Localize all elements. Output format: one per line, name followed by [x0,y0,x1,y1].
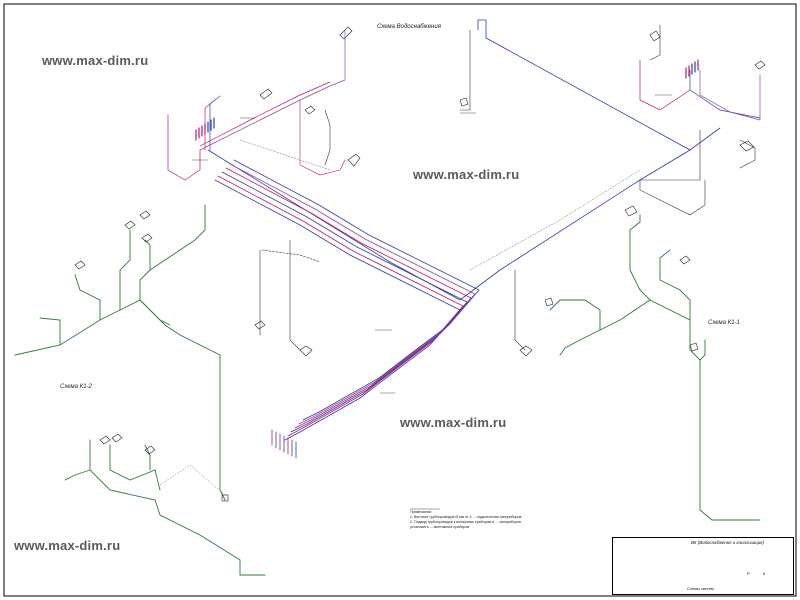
k1-2-main [14,299,226,501]
k1-1-fixtures [544,205,699,352]
level-markers [191,94,673,394]
dotted-run-2 [239,139,331,171]
k1-2-lower-c [64,469,91,481]
k1-2-branch-f [139,299,171,326]
bottom-outlets [271,429,297,459]
title-block-sheet-name: Схемы систем [687,586,714,591]
k1-1-branch-e [549,299,601,331]
k1-2-lower-b [109,444,161,491]
watermark-lower-center: www.max-dim.ru [400,415,507,430]
right-riser-c [699,69,761,121]
k1-1-branch-b [659,279,691,321]
scheme-label-water-supply: Схема Водоснабжения [377,24,441,30]
title-block-sheet: 6 [763,571,766,576]
manifold-right [685,59,699,79]
k1-1-branch-a [629,229,701,361]
title-block-project: ВК (Водоснабжение и канализация) [691,540,764,545]
left-box [167,114,201,181]
mid-vertical-4 [514,269,526,351]
k1-1-scheme [549,214,761,521]
k1-1-branch-f [699,339,706,361]
k1-2-dotted [159,464,226,496]
right-riser-b [689,69,761,119]
k1-2-fixtures [74,210,229,502]
scheme-label-k1-2: Схема К1-2 [60,384,92,390]
top-riser-2 [459,29,471,111]
mid-vertical-3 [261,249,321,263]
notes-line-2: 2. Подвод трубопроводов к вытяжным прибо… [410,520,521,524]
k1-1-branch-c [559,299,651,356]
k1-1-branch-g [659,249,671,281]
fixtures [254,26,766,357]
notes-heading: Примечания: [410,510,432,514]
left-pipe-up-2 [199,81,331,147]
title-block: ВК (Водоснабжение и канализация) Р 6 Схе… [612,537,794,595]
right-box [739,139,756,169]
k1-1-main [699,359,761,521]
k1-1-branch-d [629,214,641,231]
k1-2-lower [89,439,266,576]
watermark-bottom-left: www.max-dim.ru [14,538,121,553]
k1-2-branch-c [74,274,101,321]
k1-2-branch-e [39,317,61,346]
mid-vertical-1 [289,239,301,351]
notes-line-3: установить ... монтажных приборов [410,525,470,529]
dotted-run [469,169,641,271]
right-down [639,129,706,216]
k1-2-branch-b [119,229,131,311]
water-supply-scheme [167,19,766,459]
notes-block: Примечания: 1. Вентили трубопроводов Ø м… [410,510,610,530]
title-block-stage: Р [747,571,750,576]
pipe-bundle [214,159,480,441]
k1-2-branch-a [139,204,206,301]
watermark-center: www.max-dim.ru [413,167,520,182]
scheme-label-k1-1: Схема К1-1 [708,320,740,326]
k1-2-scheme [14,204,266,576]
center-down [299,99,346,176]
center-stack [324,109,331,166]
left-pipe-up [199,29,346,151]
cold-main-line [207,127,721,301]
left-riser-b [209,95,221,151]
k1-2-lower-d [144,444,151,471]
k1-2-branch-d [144,239,151,271]
top-cold-riser [477,19,691,151]
watermark-top-left: www.max-dim.ru [42,53,149,68]
right-riser-a [639,59,691,111]
notes-line-1: 1. Вентили трубопроводов Ø мм от ± ... п… [410,515,522,519]
sheet-frame [3,3,797,597]
right-riser-d [649,24,661,61]
manifold-left [195,117,215,141]
